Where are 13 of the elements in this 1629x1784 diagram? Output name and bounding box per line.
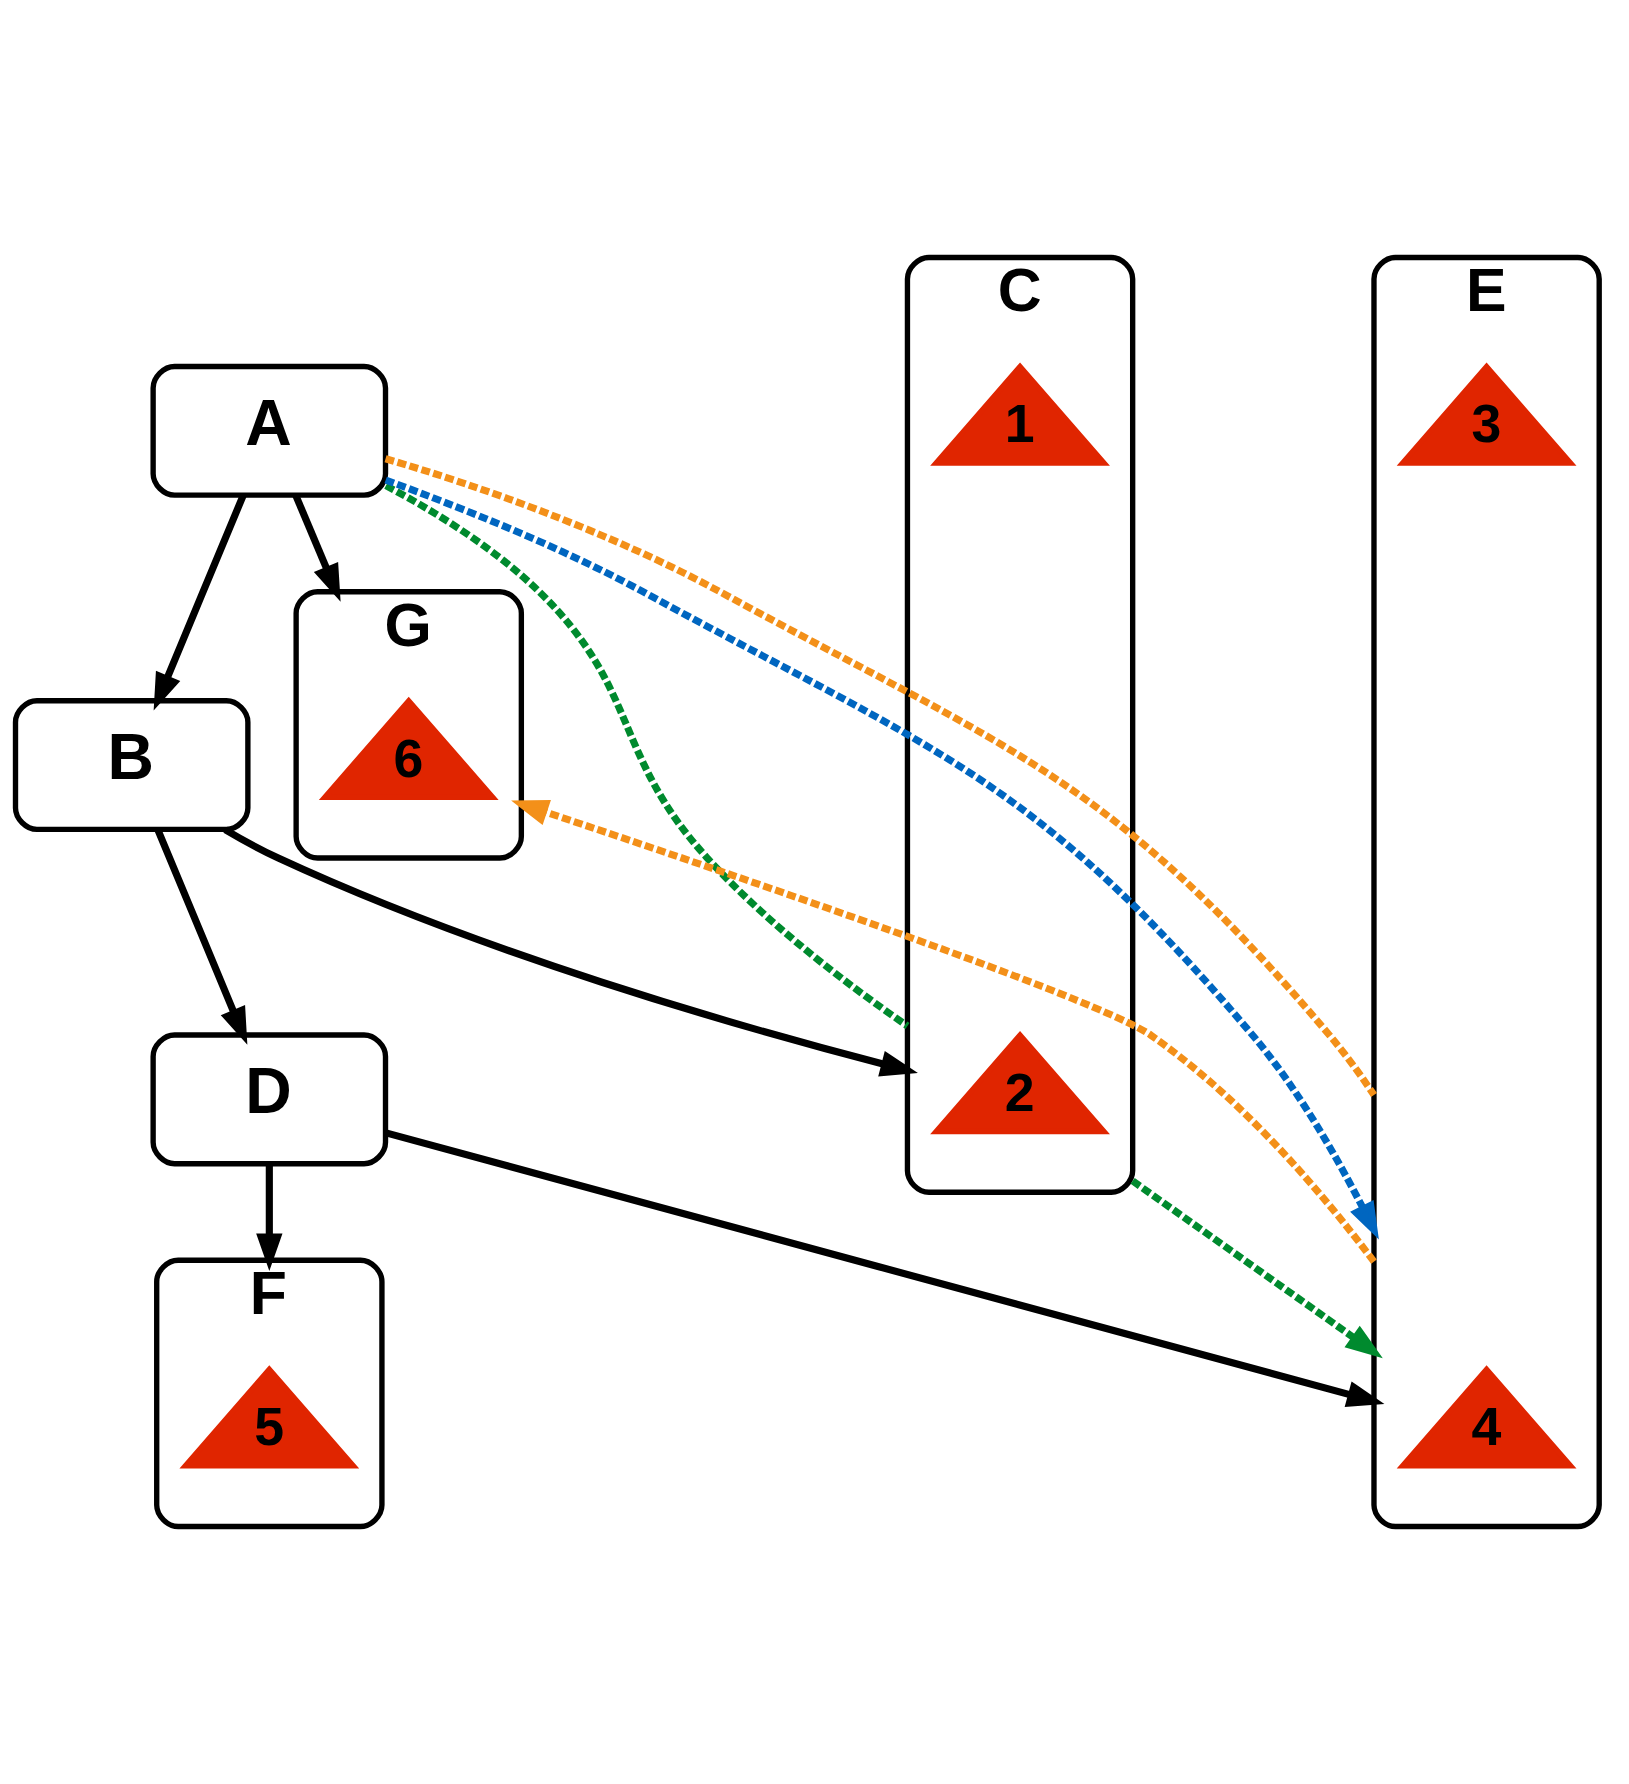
arrow xyxy=(292,494,341,602)
arrow xyxy=(385,1129,1385,1407)
arrow xyxy=(153,494,247,711)
arrow xyxy=(223,826,918,1077)
node-box: B xyxy=(12,698,251,833)
connector xyxy=(384,482,910,1029)
arrow xyxy=(511,799,1377,1264)
node-box: A xyxy=(150,363,389,498)
node-box: D xyxy=(150,1032,389,1167)
connector xyxy=(384,455,1377,1098)
arrow xyxy=(256,1164,283,1272)
arrow xyxy=(1130,1178,1383,1359)
arrow xyxy=(384,476,1379,1240)
